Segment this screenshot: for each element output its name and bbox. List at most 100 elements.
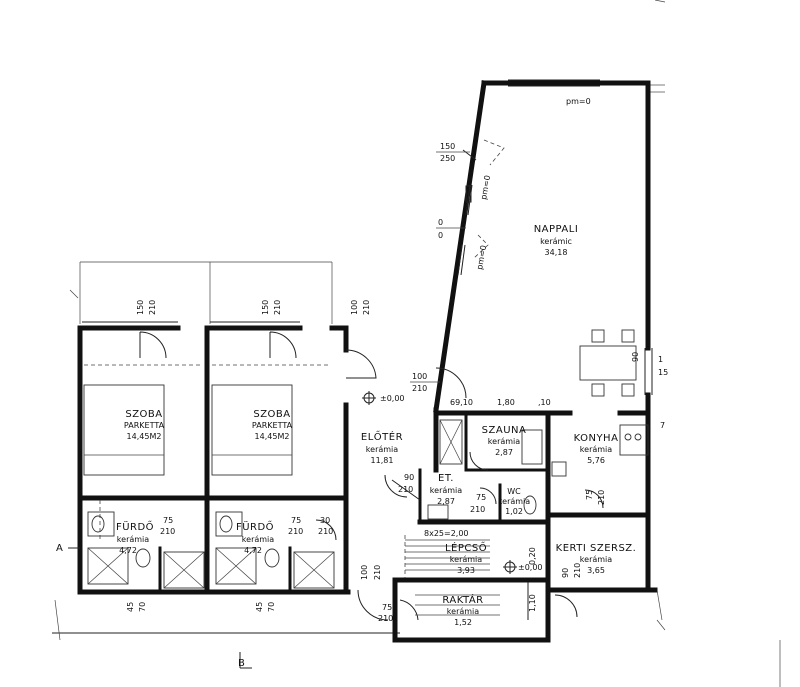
room-name: SZOBA [125, 409, 162, 420]
reference-lines [52, 0, 781, 687]
dim: 70 [138, 602, 147, 612]
dim: 30 [320, 516, 330, 525]
dim: 210 [160, 527, 175, 536]
room-area: 34,18 [545, 248, 568, 257]
room-floor: kerámia [430, 486, 462, 495]
room-area: 3,65 [587, 566, 605, 575]
room-label-kerti: KERTI SZERSZ. kerámia 3,65 [556, 543, 637, 575]
interior-walls [77, 325, 651, 595]
room-floor: kerámia [117, 535, 149, 544]
dim: 75 [585, 490, 594, 500]
dim: ,10 [538, 398, 551, 407]
dim: 250 [440, 154, 455, 163]
dim: 210 [398, 485, 413, 494]
dim: 210 [573, 563, 582, 578]
dim: 90 [404, 473, 414, 482]
room-name: LÉPCSŐ [445, 540, 487, 554]
dim: 70 [267, 602, 276, 612]
dim: 210 [470, 505, 485, 514]
room-area: 14,45M2 [127, 432, 162, 441]
dim: 210 [373, 565, 382, 580]
dim: 150 [136, 300, 145, 315]
level-label-pm-side-1: pm=0 [479, 174, 492, 200]
dim: 1,10 [528, 594, 537, 612]
dim: 150 [261, 300, 270, 315]
doors [99, 139, 604, 621]
room-floor: kerámia [580, 445, 612, 454]
room-name: SZAUNA [482, 425, 527, 436]
room-name: ET. [438, 473, 454, 484]
room-name: FÜRDŐ [116, 519, 154, 533]
dim: 15 [658, 368, 668, 377]
room-label-furdo-1: FÜRDŐ kerámia 4,72 [116, 519, 154, 555]
dim: 45 [126, 602, 135, 612]
dim: 45 [255, 602, 264, 612]
dim: 69,10 [450, 398, 473, 407]
room-area: 14,45M2 [255, 432, 290, 441]
dim: 210 [378, 614, 393, 623]
dim: 7 [660, 421, 665, 430]
room-name: FÜRDŐ [236, 519, 274, 533]
exterior-walls [77, 80, 658, 643]
room-label-nappali: NAPPALI kerámic 34,18 [534, 224, 579, 257]
dim: 75 [291, 516, 301, 525]
room-label-furdo-2: FÜRDŐ kerámia 4,72 [236, 519, 274, 555]
room-label-wc: WC kerámia 1,02 [498, 487, 530, 516]
room-name: KONYHA [574, 433, 619, 444]
room-area: 3,93 [457, 566, 475, 575]
room-floor: kerámia [447, 607, 479, 616]
room-floor: kerámia [366, 445, 398, 454]
room-label-szoba-1: SZOBA PARKETTA 14,45M2 [124, 409, 165, 441]
room-floor: kerámic [540, 237, 572, 246]
room-name: NAPPALI [534, 224, 579, 235]
room-name: ELŐTÉR [361, 429, 403, 443]
room-area: 1,02 [505, 507, 523, 516]
dim: 0,20 [528, 547, 537, 565]
dim: 210 [273, 300, 282, 315]
dim: 100 [412, 372, 427, 381]
room-label-et: ET. kerámia 2,87 [430, 473, 462, 506]
room-floor: PARKETTA [124, 421, 165, 430]
room-label-eloter: ELŐTÉR kerámia 11,81 [361, 429, 403, 465]
dim: 210 [288, 527, 303, 536]
level-label-main: ±0,00 [380, 394, 405, 403]
dim: 1 [658, 355, 663, 364]
room-area: 4,72 [119, 546, 137, 555]
dim: 100 [360, 565, 369, 580]
dim: 75 [382, 603, 392, 612]
section-markers [68, 547, 252, 669]
dim: 150 [440, 142, 455, 151]
room-label-konyha: KONYHA kerámia 5,76 [574, 433, 619, 465]
room-label-lepcso: LÉPCSŐ kerámia 3,93 [445, 540, 487, 575]
dim: 210 [318, 527, 333, 536]
dim: 90 [561, 568, 570, 578]
room-area: 2,87 [495, 448, 513, 457]
level-label-pm-top: pm=0 [566, 97, 591, 106]
dim: 90 [631, 352, 640, 362]
level-label-pm-side-2: pm=0 [475, 244, 488, 270]
room-label-raktar: RAKTÁR kerámia 1,52 [442, 593, 483, 627]
room-floor: PARKETTA [252, 421, 293, 430]
dim: 100 [350, 300, 359, 315]
room-floor: kerámia [488, 437, 520, 446]
room-floor: kerámia [498, 497, 530, 506]
room-name: RAKTÁR [442, 593, 483, 606]
furniture [83, 329, 649, 616]
dim: 1,80 [497, 398, 515, 407]
section-marker-b: B [238, 658, 245, 669]
dim: 75 [163, 516, 173, 525]
room-area: 4,72 [244, 546, 262, 555]
level-label-lower: ±0,00 [518, 563, 543, 572]
dim: 210 [148, 300, 157, 315]
windows [82, 79, 653, 395]
room-label-szauna: SZAUNA kerámia 2,87 [482, 425, 527, 457]
level-symbol-main [362, 391, 376, 405]
room-label-szoba-2: SZOBA PARKETTA 14,45M2 [252, 409, 293, 441]
room-name: KERTI SZERSZ. [556, 543, 637, 554]
stair-dimension: 8x25=2,00 [424, 529, 469, 538]
section-marker-a: A [56, 543, 63, 554]
room-area: 5,76 [587, 456, 605, 465]
level-symbol-lower [503, 560, 517, 574]
room-name: WC [507, 487, 521, 496]
